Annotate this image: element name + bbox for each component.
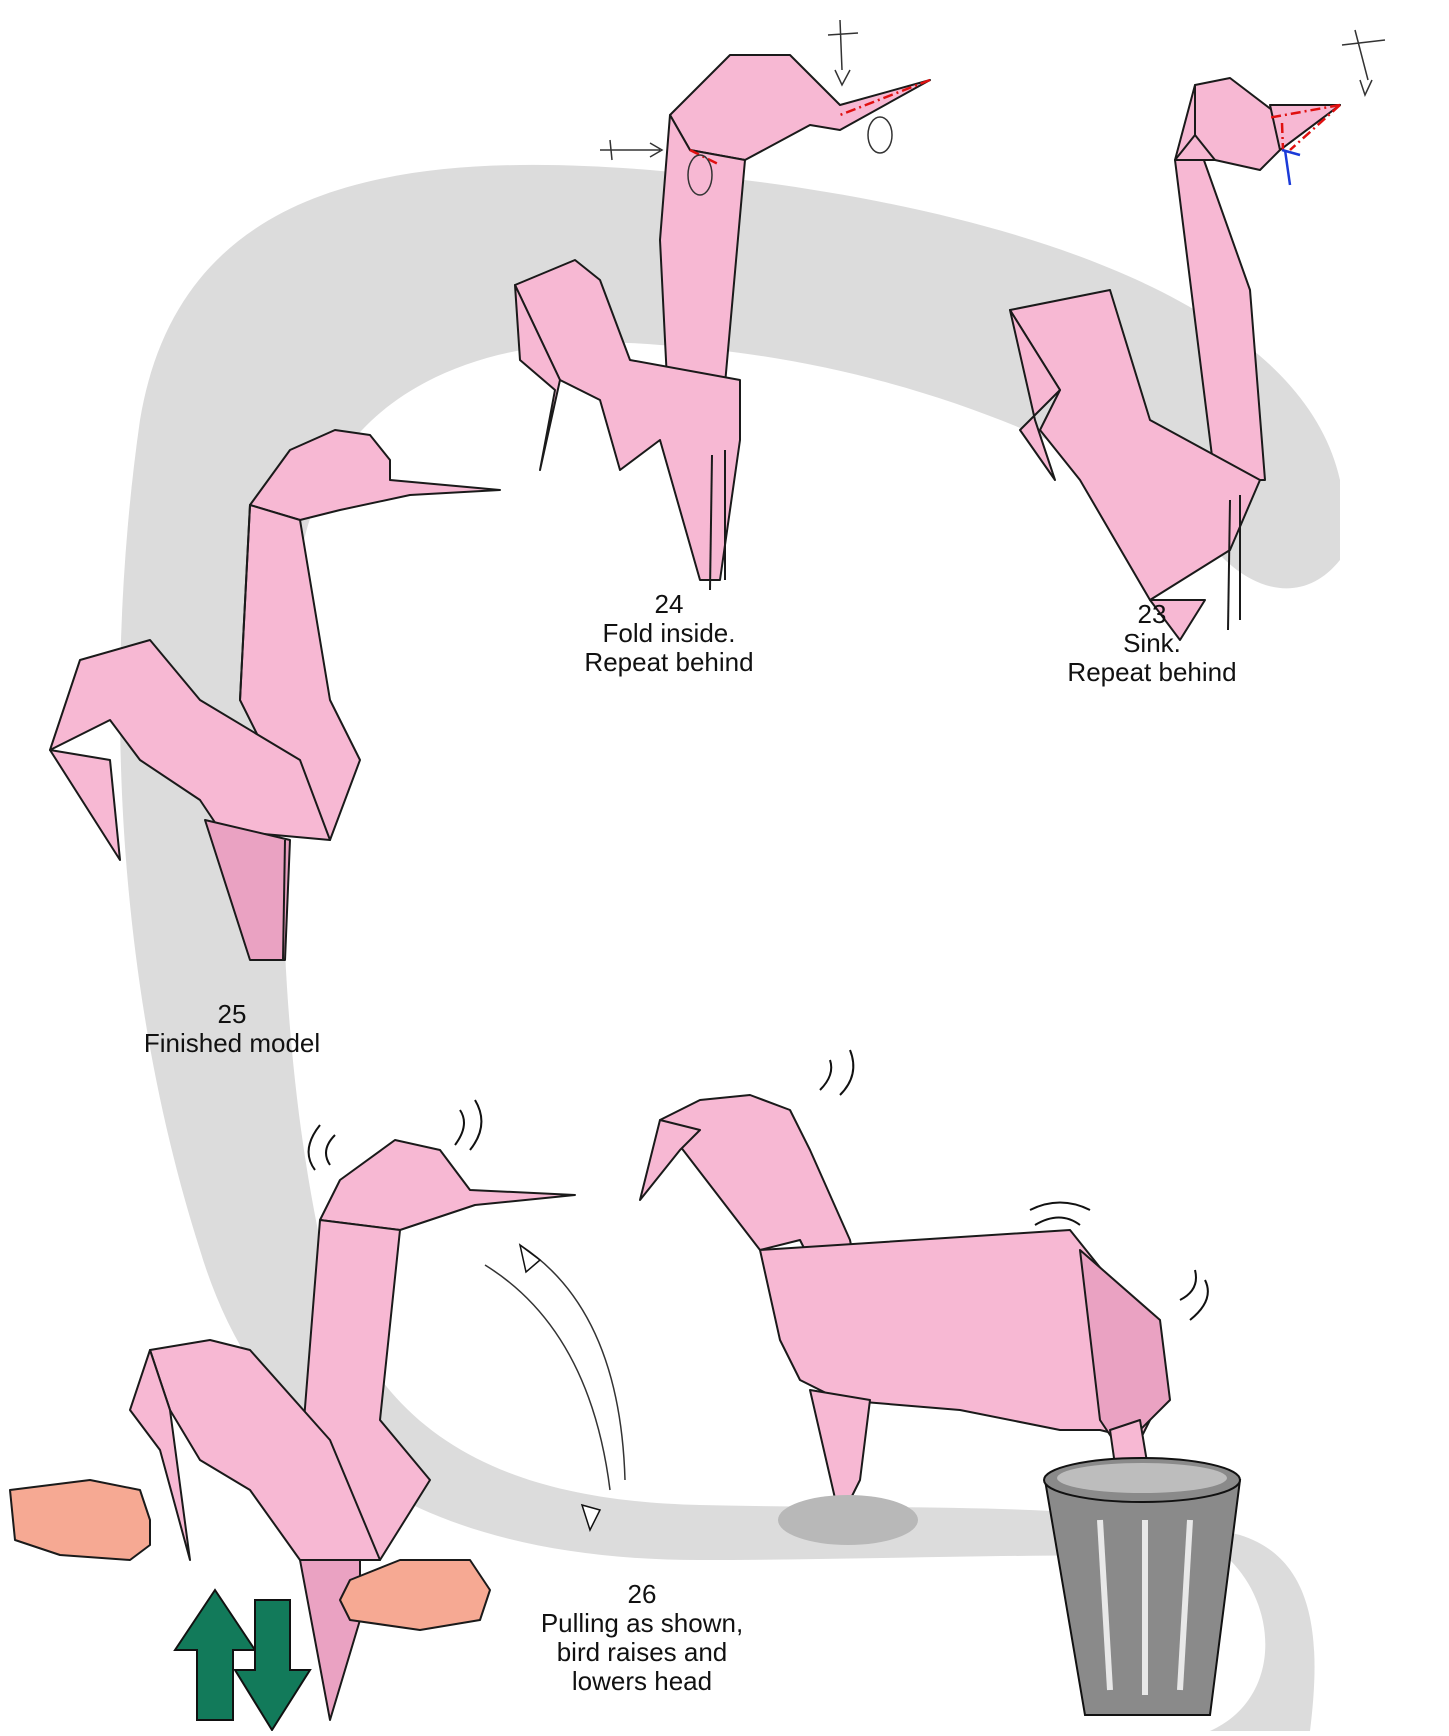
step-25-number: 25 [82,1000,382,1029]
step-25-bird [50,430,500,960]
left-hand [10,1480,150,1560]
step-23-number: 23 [1002,600,1302,629]
step-23-line-2: Repeat behind [1002,658,1302,687]
step-23-caption: 23 Sink. Repeat behind [1002,600,1302,687]
right-hand [340,1560,490,1630]
trash-can [1044,1458,1240,1715]
step-23-line-1: Sink. [1002,629,1302,658]
step-24-number: 24 [519,590,819,619]
step-26-line-2: bird raises and [492,1638,792,1667]
step-26-line-1: Pulling as shown, [492,1609,792,1638]
up-down-arrows [175,1590,310,1730]
step-26-caption: 26 Pulling as shown, bird raises and low… [492,1580,792,1696]
step-25-line-1: Finished model [82,1029,382,1058]
step-25-caption: 25 Finished model [82,1000,382,1058]
step-26-line-3: lowers head [492,1667,792,1696]
step-24-line-1: Fold inside. [519,619,819,648]
step-26-number: 26 [492,1580,792,1609]
step-24-line-2: Repeat behind [519,648,819,677]
step-24-caption: 24 Fold inside. Repeat behind [519,590,819,677]
